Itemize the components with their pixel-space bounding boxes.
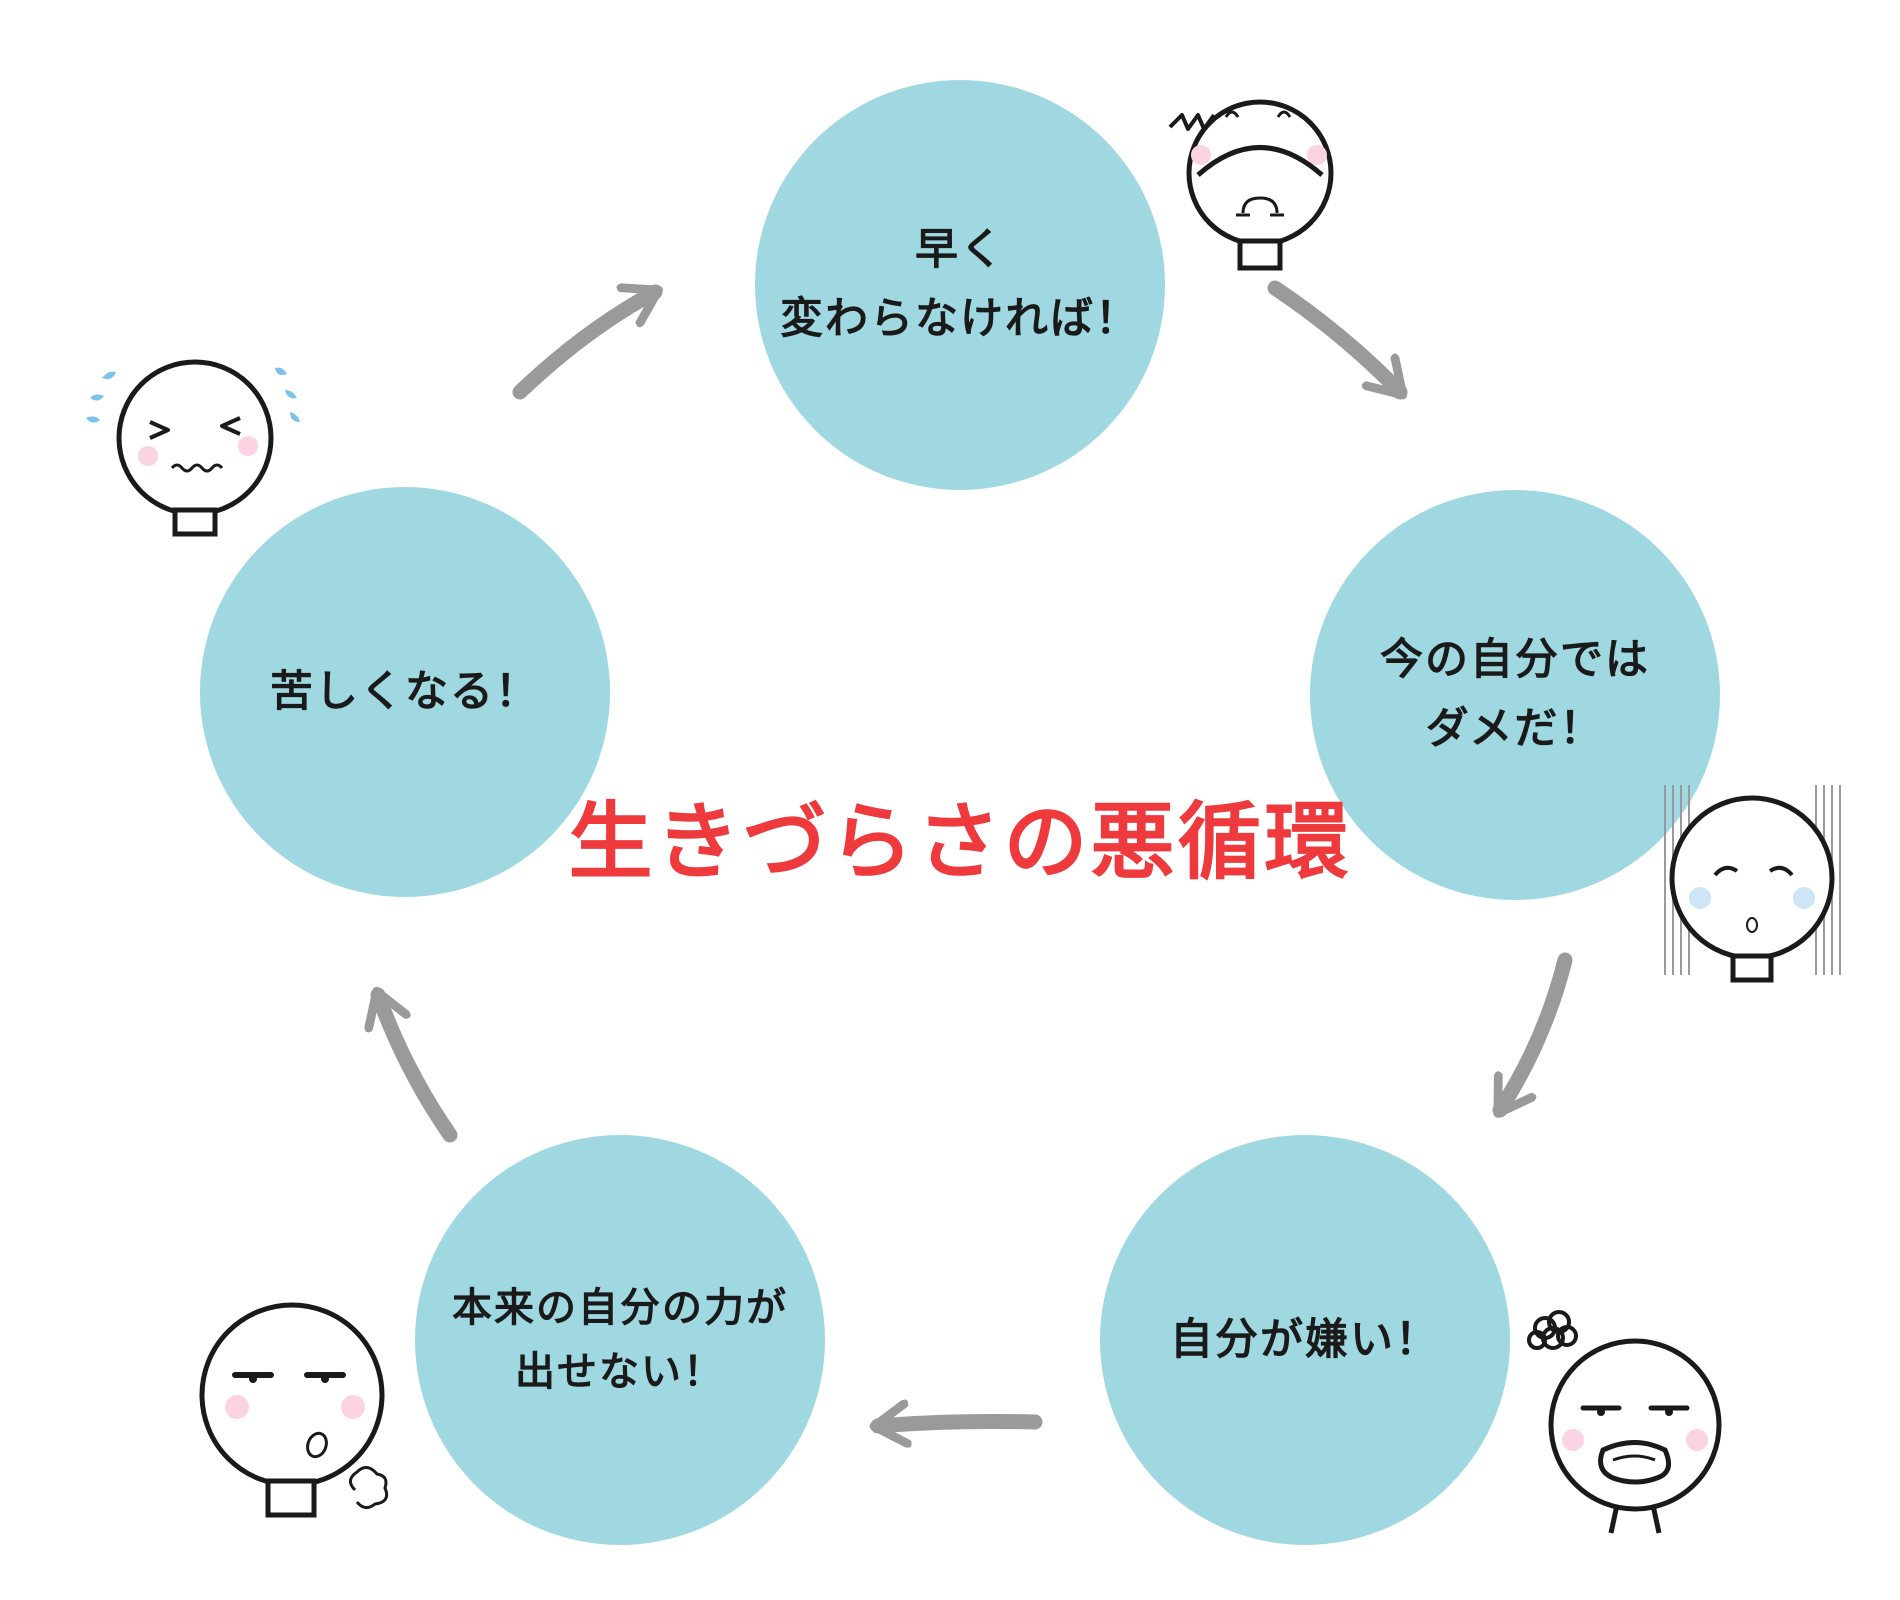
shocked-face-icon xyxy=(1168,99,1334,271)
arrow-4-to-5 xyxy=(378,995,458,1143)
gloomy-face-icon xyxy=(1664,785,1841,983)
arrow-3-to-4 xyxy=(878,1422,1043,1427)
cycle-node-1: 早く 変わらなければ！ xyxy=(755,80,1165,490)
angry-face-icon xyxy=(1527,1310,1722,1534)
arrow-5-to-1 xyxy=(512,292,655,400)
arrow-2-to-3 xyxy=(1492,952,1573,1110)
cycle-node-5: 苦しくなる！ xyxy=(200,487,610,897)
distressed-face-icon xyxy=(86,359,300,537)
cycle-title: 生きづらさの悪循環 xyxy=(568,793,1352,891)
cycle-node-2: 今の自分では ダメだ！ xyxy=(1310,490,1720,900)
arrow-1-to-2 xyxy=(1267,280,1408,400)
node-label: 早く 変わらなければ！ xyxy=(780,225,1140,344)
cycle-node-4: 本来の自分の力が 出せない！ xyxy=(415,1135,825,1545)
sighing-face-icon xyxy=(199,1302,389,1518)
node-label: 今の自分では ダメだ！ xyxy=(1380,635,1650,754)
node-label: 本来の自分の力が 出せない！ xyxy=(452,1285,788,1395)
node-label: 自分が嫌い！ xyxy=(1170,1314,1440,1365)
node-label: 苦しくなる！ xyxy=(270,666,540,717)
cycle-node-3: 自分が嫌い！ xyxy=(1100,1135,1510,1545)
